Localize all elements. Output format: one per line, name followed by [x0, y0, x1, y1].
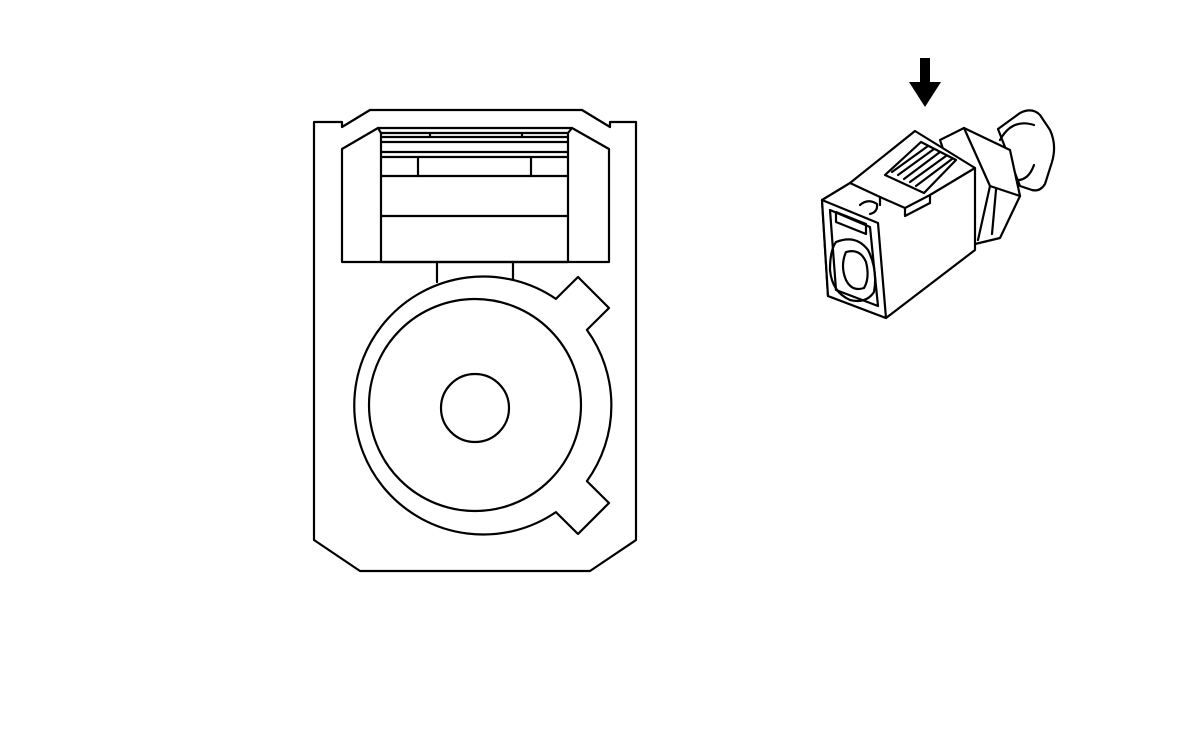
front-socket	[828, 238, 877, 303]
connector-front-view	[312, 108, 638, 573]
latch-ribs	[858, 140, 958, 216]
connector-perspective-view	[820, 109, 1056, 320]
rear-boss	[996, 109, 1056, 192]
neck	[435, 260, 515, 284]
socket-ring-inner	[367, 297, 583, 513]
center-contact	[439, 372, 511, 444]
latch-block	[376, 126, 574, 264]
socket-ring-outer	[353, 275, 613, 536]
arrow-down-icon	[909, 58, 941, 107]
